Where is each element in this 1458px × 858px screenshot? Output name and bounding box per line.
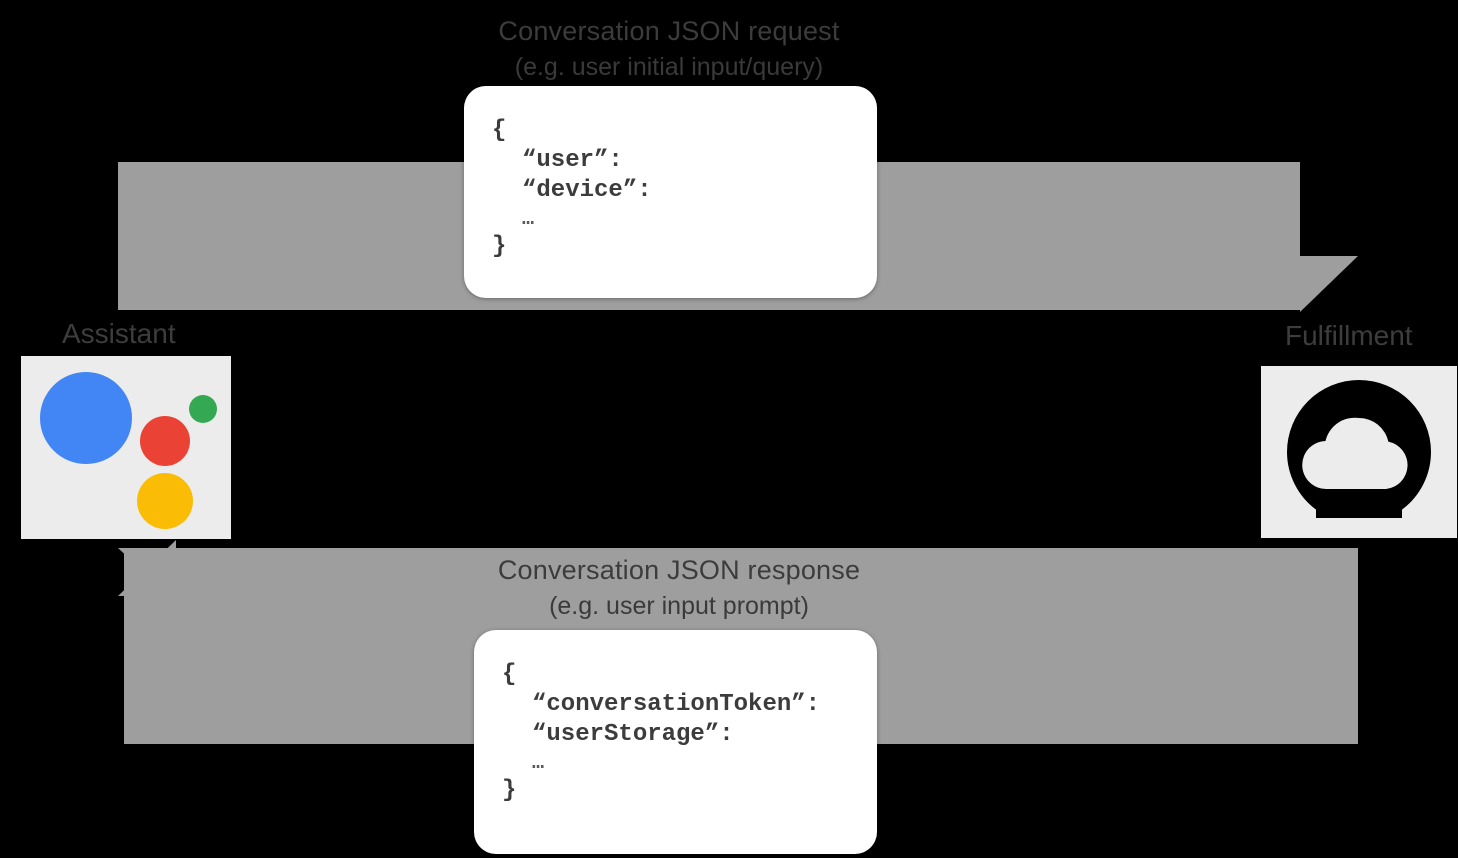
request-caption-subtitle: (e.g. user initial input/query) (514, 52, 824, 81)
response-caption: Conversation JSON response (e.g. user in… (409, 553, 949, 622)
google-assistant-icon (40, 372, 217, 529)
json-request-open: { (492, 117, 507, 144)
fulfillment-label: Fulfillment (1285, 320, 1413, 351)
json-response-line-0: “conversationToken”: (532, 691, 821, 719)
response-caption-subtitle: (e.g. user input prompt) (549, 591, 809, 620)
json-request-line-0: “user”: (522, 147, 623, 175)
json-response-ellipsis: … (532, 751, 545, 775)
json-request-line-1: “device”: (522, 177, 652, 205)
json-request-ellipsis: … (522, 207, 535, 231)
cloud-functions-icon (1287, 380, 1431, 518)
assistant-label: Assistant (62, 318, 176, 349)
json-response-open: { (502, 661, 517, 688)
json-response-line-1: “userStorage”: (532, 721, 734, 749)
request-caption: Conversation JSON request (e.g. user ini… (409, 14, 929, 83)
json-response-close: } (502, 776, 517, 804)
json-response-card: { “conversationToken”: “userStorage”: … … (474, 630, 877, 854)
fulfillment-node[interactable] (1261, 366, 1457, 538)
request-caption-title: Conversation JSON request (498, 16, 840, 46)
json-request-close: } (492, 232, 507, 260)
response-caption-title: Conversation JSON response (497, 555, 861, 585)
assistant-node[interactable] (21, 356, 231, 539)
json-request-card: { “user”: “device”: … } (464, 86, 877, 298)
